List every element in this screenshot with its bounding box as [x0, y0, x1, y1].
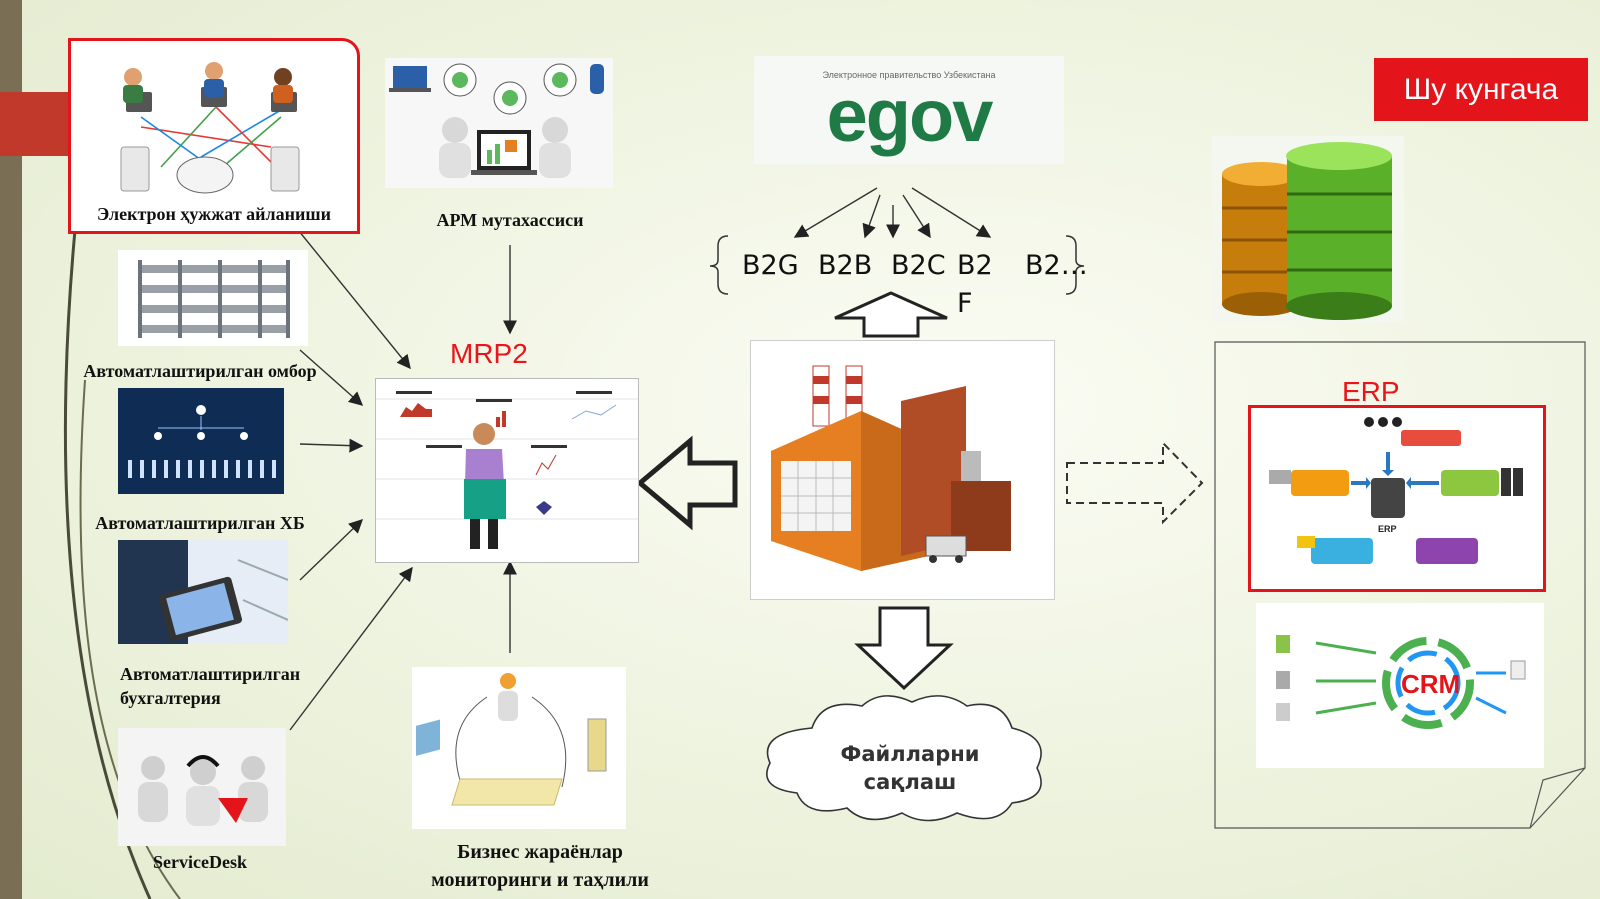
accounting-label-line1: Автоматлаштирилган — [120, 664, 301, 684]
accounting-label-line2: бухгалтерия — [120, 688, 221, 708]
crm-cycle-icon: CRM — [1276, 635, 1526, 729]
computer-network-icon — [120, 62, 300, 194]
cloud-icon — [766, 695, 1042, 822]
accounting-image — [118, 540, 288, 644]
crm-image: CRM — [1256, 603, 1544, 768]
edoc-label: Электрон ҳужжат айланиши — [97, 204, 331, 224]
business-process-line1: Бизнес жараёнлар — [457, 841, 623, 863]
egov-wordmark: egov — [826, 74, 994, 157]
database-icon — [1222, 142, 1392, 320]
b2g-label: B2G — [742, 250, 799, 281]
hr-label: Автоматлаштирилган ХБ — [95, 513, 305, 533]
crm-text: CRM — [1401, 669, 1460, 699]
cloud-line2: сақлаш — [863, 770, 957, 794]
erp-center-text: ERP — [1378, 524, 1397, 534]
factory-image — [750, 340, 1055, 600]
accounting-label: Автоматлаштирилган бухгалтерия — [120, 662, 340, 710]
business-process-line2: мониторинги и таҳлили — [431, 869, 649, 891]
org-chart-icon — [128, 405, 276, 478]
b2f-suffix: F — [957, 288, 973, 319]
egov-logo: Электронное правительство Узбекистана eg… — [754, 56, 1064, 164]
servicedesk-label: ServiceDesk — [153, 852, 247, 872]
erp-label: ERP — [1342, 376, 1400, 407]
tablet-hands-icon — [118, 540, 288, 644]
mrp2-dashboard-image[interactable] — [375, 378, 639, 563]
warehouse-label: Автоматлаштирилган омбор — [83, 361, 317, 381]
left-accent-bar — [0, 0, 22, 899]
business-process-label: Бизнес жараёнлар мониторинги и таҳлили — [395, 838, 685, 894]
status-badge: Шу кунгача — [1374, 58, 1588, 121]
servicedesk-image — [118, 728, 286, 846]
erp-flow-icon: ERP — [1269, 417, 1523, 564]
status-badge-text: Шу кунгача — [1403, 72, 1559, 106]
edoc-panel[interactable]: Электрон ҳужжат айланиши — [68, 38, 360, 234]
hr-image — [118, 388, 284, 494]
left-red-tab — [0, 92, 72, 156]
cloud-line1: Файлларни — [840, 742, 980, 766]
b2f-label: B2 — [957, 250, 993, 281]
warehouse-shelves-icon — [138, 260, 290, 338]
cloud-label: Файлларни сақлаш — [800, 740, 1020, 796]
mrp2-label: MRP2 — [450, 338, 528, 369]
erp-panel[interactable]: ERP — [1248, 405, 1546, 592]
support-people-icon — [138, 755, 268, 826]
business-process-image — [412, 667, 626, 829]
factory-icon — [771, 365, 1011, 571]
b2-more-label: B2… — [1025, 250, 1088, 281]
warehouse-image — [118, 250, 308, 346]
egov-subtitle: Электронное правительство Узбекистана — [822, 70, 996, 80]
workstation-icon — [389, 63, 604, 178]
arm-label: АРМ мутахассиси — [436, 210, 584, 230]
database-image — [1212, 136, 1404, 322]
b2b-label: B2B — [818, 250, 873, 281]
b2c-label: B2C — [891, 250, 946, 281]
dashboard-person-icon — [376, 391, 638, 549]
arm-image — [385, 58, 613, 188]
process-cycle-icon — [416, 673, 607, 806]
